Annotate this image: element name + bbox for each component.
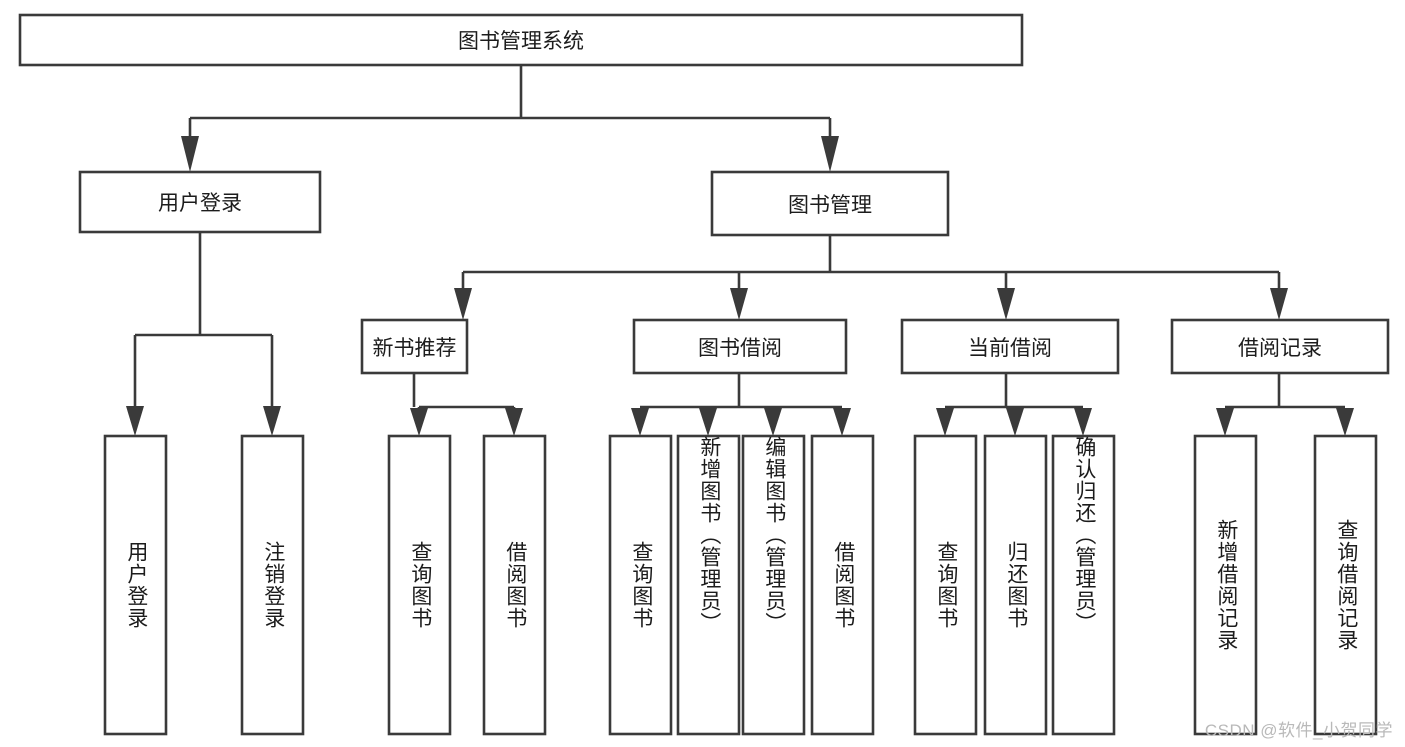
arrow-icon-to-borrow-record bbox=[1270, 288, 1288, 320]
arrow-icon-leaf-query-record bbox=[1336, 408, 1354, 436]
arrow-icon-to-book-mgmt bbox=[821, 136, 839, 172]
node-leaf-add-record[interactable] bbox=[1193, 434, 1258, 736]
node-leaf-logout[interactable] bbox=[240, 434, 305, 736]
node-leaf-add-book[interactable] bbox=[676, 434, 741, 736]
arrow-icon-leaf-query-book-3 bbox=[936, 408, 954, 436]
connector-group-current-borrow-children bbox=[936, 373, 1092, 436]
node-leaf-user-login[interactable] bbox=[103, 434, 168, 736]
arrow-icon-leaf-confirm-return bbox=[1074, 408, 1092, 436]
node-new-book-recommend[interactable] bbox=[360, 318, 469, 375]
connector-group-user-login-children bbox=[126, 232, 281, 436]
connector-group-new-book-children bbox=[410, 373, 523, 436]
arrow-icon-leaf-add-book bbox=[699, 408, 717, 436]
connector-group-root-to-level2 bbox=[181, 65, 839, 172]
arrow-icon-leaf-edit-book bbox=[764, 408, 782, 436]
arrow-icon-leaf-query-book-1 bbox=[410, 408, 428, 436]
node-leaf-query-book-2[interactable] bbox=[608, 434, 673, 736]
arrow-icon-leaf-borrow-book-2 bbox=[833, 408, 851, 436]
node-leaf-borrow-book-2[interactable] bbox=[810, 434, 875, 736]
arrow-icon-leaf-query-book-2 bbox=[631, 408, 649, 436]
node-leaf-confirm-return[interactable] bbox=[1051, 434, 1116, 736]
arrow-icon-leaf-logout bbox=[263, 406, 281, 436]
arrow-icon-leaf-return-book bbox=[1006, 408, 1024, 436]
node-book-borrow[interactable] bbox=[632, 318, 848, 375]
node-current-borrow[interactable] bbox=[900, 318, 1120, 375]
arrow-icon-leaf-user-login bbox=[126, 406, 144, 436]
arrow-icon-to-user-login bbox=[181, 136, 199, 172]
csdn-watermark: CSDN @软件_小贺同学 bbox=[1204, 721, 1393, 740]
arrow-icon-to-new-book bbox=[454, 288, 472, 320]
node-leaf-borrow-book-1[interactable] bbox=[482, 434, 547, 736]
connector-group-book-mgmt-children bbox=[454, 235, 1288, 320]
node-leaf-return-book[interactable] bbox=[983, 434, 1048, 736]
connector-group-book-borrow-children bbox=[631, 373, 851, 436]
arrow-icon-to-current-borrow bbox=[997, 288, 1015, 320]
node-leaf-query-book-1[interactable] bbox=[387, 434, 452, 736]
node-user-login[interactable] bbox=[78, 170, 322, 234]
node-leaf-query-book-3[interactable] bbox=[913, 434, 978, 736]
arrow-icon-leaf-add-record bbox=[1216, 408, 1234, 436]
node-leaf-edit-book[interactable] bbox=[741, 434, 806, 736]
arrow-icon-leaf-borrow-book-1 bbox=[505, 408, 523, 436]
arrow-icon-to-book-borrow bbox=[730, 288, 748, 320]
node-borrow-record[interactable] bbox=[1170, 318, 1390, 375]
node-book-management[interactable] bbox=[710, 170, 950, 237]
node-leaf-query-record[interactable] bbox=[1313, 434, 1378, 736]
node-root-system[interactable] bbox=[18, 13, 1024, 67]
connector-group-borrow-record-children bbox=[1216, 373, 1354, 436]
